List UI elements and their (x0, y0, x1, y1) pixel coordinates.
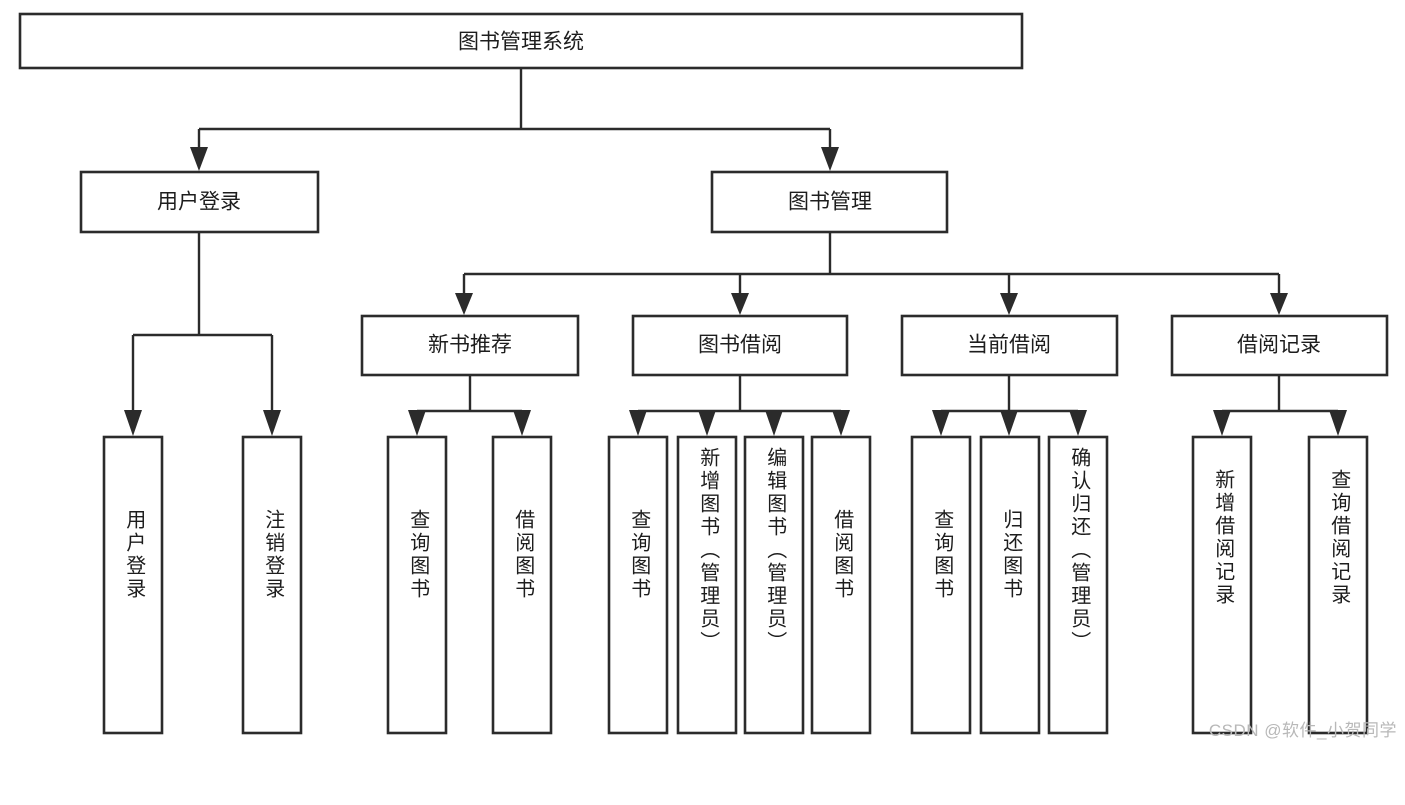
node-book-borrow[interactable]: 图书借阅 (631, 314, 849, 377)
diagram-canvas: 图书管理系统 用户登录 图书管理 新书推荐 图书借阅 当前借阅 借阅记录 (18, 12, 1389, 735)
leaf-box-book-borrow-2[interactable] (676, 435, 738, 735)
node-current-borrow-label: 当前借阅 (967, 334, 1051, 357)
arrow-bb-leaf-4 (832, 410, 850, 436)
arrow-cb-leaf-3 (1069, 410, 1087, 436)
connector-group-current-borrow (932, 375, 1087, 436)
leaf-box-current-borrow-3[interactable] (1047, 435, 1109, 735)
arrow-user-leaf-2 (263, 410, 281, 436)
node-root-label: 图书管理系统 (458, 31, 584, 54)
node-new-recommend-label: 新书推荐 (428, 334, 512, 357)
leaf-group-borrow-record (1191, 435, 1369, 735)
node-book-manage[interactable]: 图书管理 (710, 170, 949, 234)
hierarchy-diagram: 图书管理系统 用户登录 图书管理 新书推荐 图书借阅 当前借阅 借阅记录 (18, 12, 1397, 740)
leaf-box-current-borrow-2[interactable] (979, 435, 1041, 735)
node-borrow-record[interactable]: 借阅记录 (1170, 314, 1389, 377)
connector-group-borrow-record (1213, 375, 1347, 436)
leaf-box-new-recommend-1[interactable] (386, 435, 448, 735)
arrow-user-leaf-1 (124, 410, 142, 436)
node-user-login[interactable]: 用户登录 (79, 170, 320, 234)
leaf-box-book-borrow-1[interactable] (607, 435, 669, 735)
node-book-borrow-box[interactable] (631, 314, 849, 377)
leaf-box-current-borrow-1[interactable] (910, 435, 972, 735)
leaf-group-new-recommend (386, 435, 553, 735)
connector-group-new-recommend (408, 375, 531, 436)
node-book-manage-label: 图书管理 (788, 191, 872, 214)
leaf-box-borrow-record-1[interactable] (1191, 435, 1253, 735)
leaf-group-current-borrow (910, 435, 1109, 735)
arrow-root-to-book (821, 147, 839, 171)
node-borrow-record-label: 借阅记录 (1237, 334, 1321, 357)
arrow-nr-leaf-1 (408, 410, 426, 436)
leaf-box-new-recommend-2[interactable] (491, 435, 553, 735)
node-new-recommend-box[interactable] (360, 314, 580, 377)
arrow-cb-leaf-2 (1000, 410, 1018, 436)
connector-group-root (190, 68, 839, 171)
leaf-box-user-login-1[interactable] (102, 435, 164, 735)
arrow-book-to-new-recommend (455, 293, 473, 315)
leaf-group-user-login (102, 435, 303, 735)
node-borrow-record-box[interactable] (1170, 314, 1389, 377)
node-current-borrow-box[interactable] (900, 314, 1119, 377)
connector-group-book-manage (455, 232, 1288, 315)
arrow-cb-leaf-1 (932, 410, 950, 436)
arrow-bb-leaf-2 (698, 410, 716, 436)
connector-group-book-borrow (629, 375, 850, 436)
leaf-box-book-borrow-4[interactable] (810, 435, 872, 735)
leaf-group-book-borrow (607, 435, 872, 735)
node-root-box[interactable] (18, 12, 1024, 70)
arrow-nr-leaf-2 (513, 410, 531, 436)
node-current-borrow[interactable]: 当前借阅 (900, 314, 1119, 377)
arrow-bb-leaf-1 (629, 410, 647, 436)
node-new-recommend[interactable]: 新书推荐 (360, 314, 580, 377)
watermark-text: CSDN @软件_小贺同学 (1208, 721, 1397, 740)
node-user-login-box[interactable] (79, 170, 320, 234)
leaf-box-borrow-record-2[interactable] (1307, 435, 1369, 735)
connector-group-user-login (124, 232, 281, 436)
leaf-box-user-login-2[interactable] (241, 435, 303, 735)
arrow-bb-leaf-3 (765, 410, 783, 436)
arrow-book-to-record (1270, 293, 1288, 315)
arrow-book-to-borrow (731, 293, 749, 315)
node-user-login-label: 用户登录 (157, 191, 241, 214)
node-book-borrow-label: 图书借阅 (698, 334, 782, 357)
leaf-box-book-borrow-3[interactable] (743, 435, 805, 735)
arrow-root-to-user (190, 147, 208, 171)
arrow-br-leaf-1 (1213, 410, 1231, 436)
node-root[interactable]: 图书管理系统 (18, 12, 1024, 70)
node-book-manage-box[interactable] (710, 170, 949, 234)
arrow-book-to-current (1000, 293, 1018, 315)
arrow-br-leaf-2 (1329, 410, 1347, 436)
